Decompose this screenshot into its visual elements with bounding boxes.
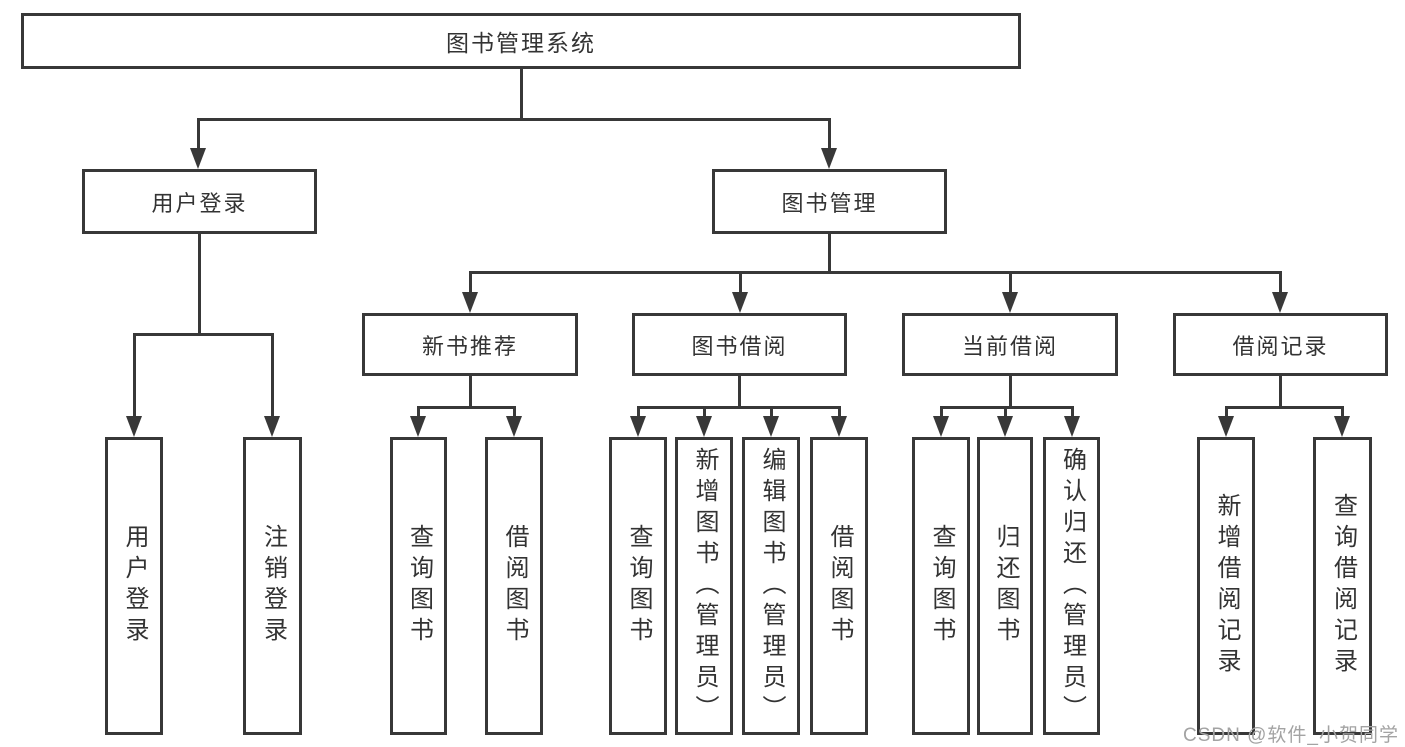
connector-line — [468, 375, 472, 409]
node-book-borrowing: 图书借阅 — [632, 313, 847, 376]
node-confirm-return-admin: 确认归还（管理员） — [1043, 437, 1100, 735]
arrow-down-icon — [933, 416, 949, 437]
arrow-down-icon — [462, 292, 478, 313]
connector-line — [196, 118, 200, 150]
arrow-down-icon — [264, 416, 280, 437]
node-label: 查询图书 — [928, 524, 955, 648]
connector-line — [827, 118, 831, 150]
connector-line — [827, 233, 831, 274]
node-new-book-recommendation: 新书推荐 — [362, 313, 578, 376]
connector-line — [270, 333, 274, 417]
arrow-down-icon — [831, 416, 847, 437]
arrow-down-icon — [126, 416, 142, 437]
node-label: 图书管理 — [781, 190, 878, 216]
node-label: 用户登录 — [151, 190, 248, 216]
arrow-down-icon — [997, 416, 1013, 437]
node-label: 新增图书（管理员） — [691, 446, 718, 726]
watermark: CSDN @软件_小贺同学 — [1183, 725, 1399, 746]
connector-line — [468, 271, 472, 294]
node-label: 查询图书 — [405, 524, 433, 648]
node-label: 查询借阅记录 — [1329, 493, 1357, 679]
arrow-down-icon — [1064, 416, 1080, 437]
connector-line — [837, 406, 841, 418]
connector-line — [132, 333, 136, 417]
connector-line — [1279, 375, 1282, 409]
connector-line — [636, 406, 841, 409]
node-current-borrowing: 当前借阅 — [902, 313, 1118, 376]
arrow-down-icon — [506, 416, 522, 437]
arrow-down-icon — [763, 416, 779, 437]
arrow-down-icon — [1334, 416, 1350, 437]
node-label: 借阅图书 — [501, 524, 528, 648]
node-add-borrow-record: 新增借阅记录 — [1197, 437, 1255, 735]
arrow-down-icon — [1272, 292, 1288, 313]
node-query-books-current: 查询图书 — [912, 437, 970, 735]
node-add-books-admin: 新增图书（管理员） — [675, 437, 733, 735]
node-label: 新增借阅记录 — [1213, 493, 1240, 679]
node-root-library-system: 图书管理系统 — [21, 13, 1021, 69]
connector-line — [132, 333, 274, 336]
node-return-books: 归还图书 — [977, 437, 1033, 735]
node-book-management: 图书管理 — [712, 169, 947, 234]
connector-line — [769, 406, 773, 418]
node-query-books-recommend: 查询图书 — [390, 437, 447, 735]
arrow-down-icon — [821, 148, 837, 169]
node-user-login: 用户登录 — [82, 169, 317, 234]
node-label: 用户登录 — [121, 524, 148, 648]
connector-line — [1008, 375, 1012, 409]
node-query-borrow-record: 查询借阅记录 — [1313, 437, 1372, 735]
connector-line — [702, 406, 706, 418]
arrow-down-icon — [1218, 416, 1234, 437]
arrow-down-icon — [696, 416, 712, 437]
node-label: 查询图书 — [625, 524, 652, 648]
connector-line — [512, 406, 516, 418]
connector-line — [416, 406, 420, 418]
node-label: 编辑图书（管理员） — [758, 446, 785, 726]
node-user-login-action: 用户登录 — [105, 437, 163, 735]
arrow-down-icon — [190, 148, 206, 169]
arrow-down-icon — [630, 416, 646, 437]
connector-line — [1003, 406, 1007, 418]
node-label: 确认归还（管理员） — [1058, 446, 1086, 726]
node-logout-action: 注销登录 — [243, 437, 302, 735]
connector-line — [1340, 406, 1344, 418]
connector-line — [939, 406, 1074, 409]
node-query-books-borrow: 查询图书 — [609, 437, 667, 735]
connector-line — [1070, 406, 1074, 418]
node-label: 图书管理系统 — [446, 30, 596, 56]
node-borrow-books-recommend: 借阅图书 — [485, 437, 543, 735]
connector-line — [939, 406, 943, 418]
node-label: 归还图书 — [992, 524, 1019, 648]
node-label: 图书借阅 — [691, 333, 788, 359]
node-label: 借阅图书 — [826, 524, 853, 648]
arrow-down-icon — [732, 292, 748, 313]
node-borrowing-records: 借阅记录 — [1173, 313, 1388, 376]
node-label: 借阅记录 — [1232, 333, 1329, 359]
connector-line — [416, 406, 516, 409]
connector-line — [1224, 406, 1344, 409]
connector-line — [1008, 271, 1012, 294]
connector-line — [519, 68, 523, 120]
arrow-down-icon — [410, 416, 426, 437]
connector-line — [468, 271, 1282, 274]
connector-line — [738, 375, 741, 409]
arrow-down-icon — [1002, 292, 1018, 313]
node-label: 当前借阅 — [961, 333, 1058, 359]
connector-line — [1224, 406, 1228, 418]
node-borrow-books-action: 借阅图书 — [810, 437, 868, 735]
node-edit-books-admin: 编辑图书（管理员） — [742, 437, 800, 735]
connector-line — [636, 406, 640, 418]
connector-line — [198, 233, 201, 336]
connector-line — [738, 271, 742, 294]
node-label: 注销登录 — [259, 524, 287, 648]
connector-line — [1278, 271, 1282, 294]
connector-line — [196, 118, 831, 121]
node-label: 新书推荐 — [421, 333, 518, 359]
